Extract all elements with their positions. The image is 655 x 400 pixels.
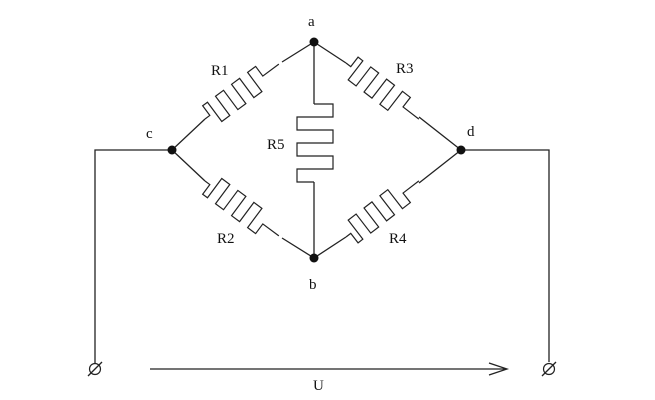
resistor-r4-label: R4 — [389, 231, 407, 247]
node-a-dot — [309, 37, 319, 47]
wires — [94, 41, 550, 363]
node-d-label: d — [467, 124, 475, 140]
resistor-r3 — [345, 56, 420, 120]
resistor-r5-label: R5 — [267, 137, 285, 153]
wire-c-left-terminal — [94, 149, 172, 363]
resistor-r4 — [345, 180, 420, 244]
wire-d-right-terminal — [461, 149, 550, 362]
resistor-r1 — [201, 63, 280, 123]
terminal-right — [541, 361, 557, 377]
node-a-label: a — [308, 14, 315, 30]
wire-r1-a — [281, 41, 315, 63]
wire-c-r2 — [171, 149, 206, 182]
voltage-arrow — [150, 362, 510, 376]
wire-r3-d — [418, 116, 462, 151]
resistor-r1-label: R1 — [211, 63, 229, 79]
wire-r2-b — [281, 237, 315, 259]
node-d-dot — [456, 145, 466, 155]
node-c-label: c — [146, 126, 153, 142]
resistor-r2 — [201, 177, 280, 237]
wire-c-r1 — [171, 118, 206, 151]
node-b-label: b — [309, 277, 317, 293]
resistor-r2-label: R2 — [217, 231, 235, 247]
resistor-r5 — [296, 103, 334, 183]
wire-r4-d — [418, 149, 462, 184]
wire-b-r4 — [313, 236, 347, 259]
nodes — [167, 37, 466, 263]
node-c-dot — [167, 145, 177, 155]
node-b-dot — [309, 253, 319, 263]
voltage-label: U — [313, 378, 324, 394]
resistor-r3-label: R3 — [396, 61, 414, 77]
wire-a-r3 — [313, 41, 347, 64]
terminal-left — [87, 361, 103, 377]
